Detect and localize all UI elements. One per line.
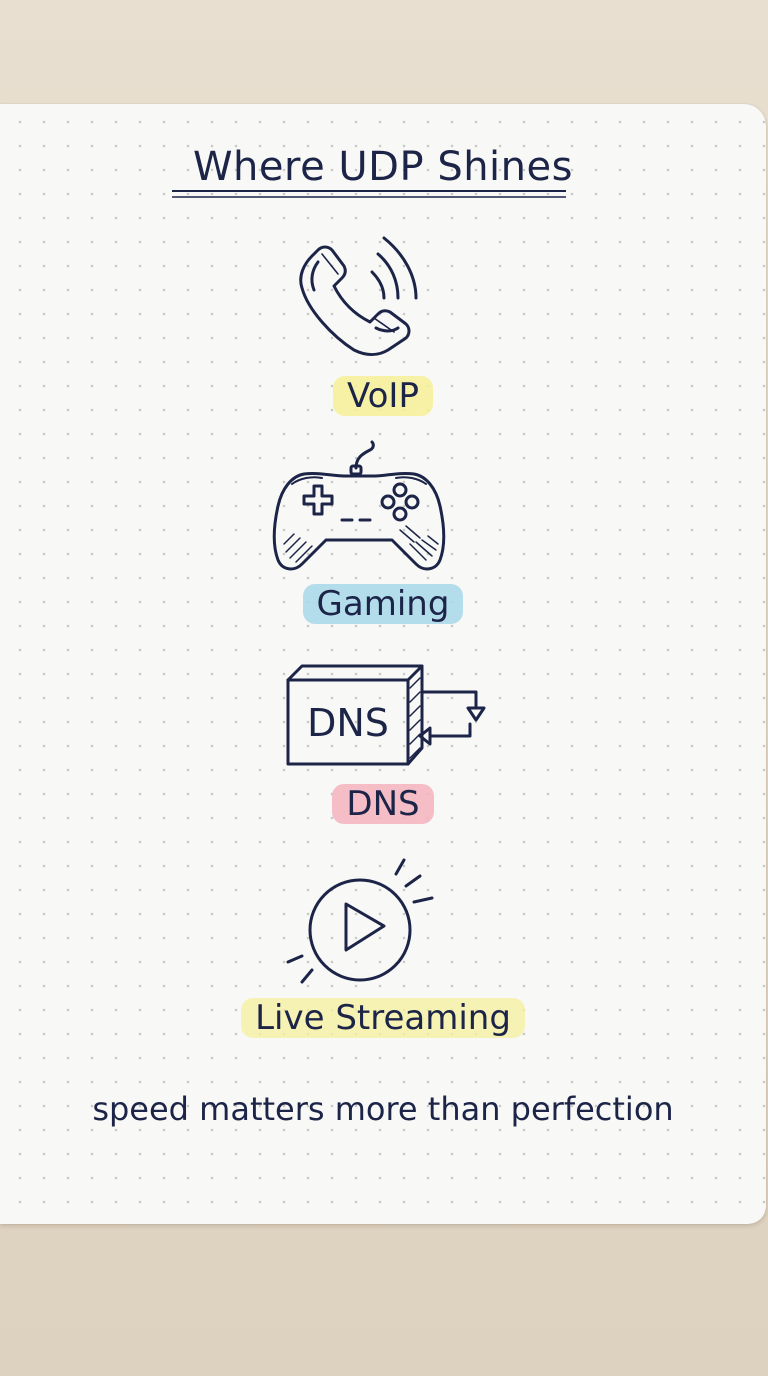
title-underline — [172, 190, 566, 198]
notebook-page: Where UDP Shines VoIP — [0, 104, 766, 1224]
dns-label-wrap: DNS — [0, 784, 766, 824]
play-icon — [286, 858, 434, 984]
streaming-label-wrap: Live Streaming — [0, 998, 766, 1038]
voip-label-wrap: VoIP — [0, 376, 766, 416]
dns-box-text: DNS — [307, 701, 389, 745]
tagline: speed matters more than perfection — [92, 1090, 674, 1128]
voip-label: VoIP — [333, 376, 433, 416]
page-title: Where UDP Shines — [193, 144, 573, 190]
gaming-label: Gaming — [302, 584, 464, 624]
dns-box-icon: DNS — [286, 664, 486, 766]
streaming-label: Live Streaming — [241, 998, 525, 1038]
phone-icon — [299, 236, 418, 356]
dns-label: DNS — [332, 784, 434, 824]
gamepad-icon — [272, 440, 446, 571]
gaming-label-wrap: Gaming — [0, 584, 766, 624]
